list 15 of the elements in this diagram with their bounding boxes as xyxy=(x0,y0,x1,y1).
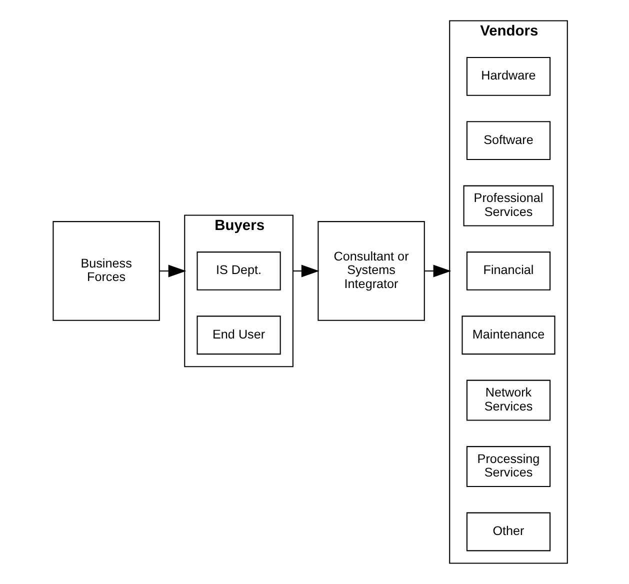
arrow xyxy=(424,264,452,278)
node-box: Processing Services xyxy=(466,446,551,488)
node-box: Financial xyxy=(466,252,551,290)
node-box: Other xyxy=(466,512,551,552)
node-box: Business Forces xyxy=(52,221,160,321)
node-box: Network Services xyxy=(466,380,551,421)
node-box: Professional Services xyxy=(463,185,554,226)
node-box: Consultant or Systems Integrator xyxy=(318,221,425,321)
arrow xyxy=(292,264,320,278)
node-box: Maintenance xyxy=(462,316,556,355)
node-box: Software xyxy=(466,121,551,160)
node-box: IS Dept. xyxy=(196,252,281,290)
arrow xyxy=(160,264,186,278)
node-box: End User xyxy=(196,316,281,355)
node-box: Hardware xyxy=(466,57,551,96)
